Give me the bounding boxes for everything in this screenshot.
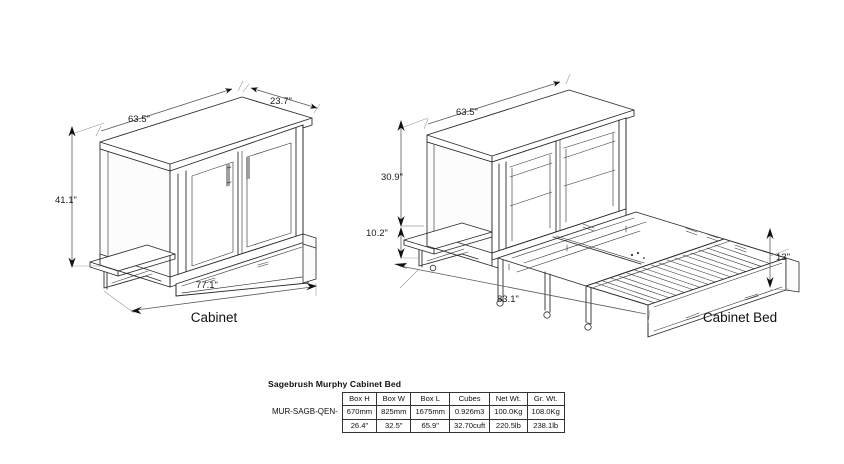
cell-metric-cubes: 0.926m3 xyxy=(448,405,491,420)
column-header-box-h: Box H xyxy=(341,391,378,407)
dim-label-bed-width: 63.5" xyxy=(456,107,478,118)
shipping-dimensions-table: Box H Box W Box L Cubes Net Wt. Gr. Wt. … xyxy=(268,391,565,433)
dimension-83-1-bed: 83.1" xyxy=(394,263,651,324)
dimension-30-9-bed: 30.9" xyxy=(381,117,429,227)
header-corner-blank xyxy=(268,393,342,406)
spec-block: Sagebrush Murphy Cabinet Bed Box H Box W… xyxy=(268,379,565,433)
dimension-13-bed: 13" xyxy=(766,228,790,291)
pullout-tray-open xyxy=(403,222,493,268)
cabinet-door-handle-right xyxy=(246,157,250,180)
row-label-blank xyxy=(268,419,342,432)
cabinet-bed-open-drawing: 63.5" 30.9" 10.2" xyxy=(366,73,800,338)
dim-label-deck-height: 10.2" xyxy=(366,228,388,239)
column-header-cubes: Cubes xyxy=(448,391,491,407)
dimension-63-5-cabinet: 63.5" xyxy=(95,80,244,137)
dim-label-cabinet-height: 41.1" xyxy=(55,195,77,206)
cell-imperial-net-wt: 220.5lb xyxy=(489,418,528,433)
caption-cabinet-bed: Cabinet Bed xyxy=(703,310,777,325)
cell-metric-box-l: 1675mm xyxy=(410,405,450,420)
dim-label-bed-length: 83.1" xyxy=(497,294,519,305)
cell-imperial-gr-wt: 238.1lb xyxy=(526,418,565,433)
spec-title: Sagebrush Murphy Cabinet Bed xyxy=(268,379,402,389)
column-header-gr-wt: Gr. Wt. xyxy=(526,391,565,407)
dim-label-cabinet-overall-width: 77.1" xyxy=(196,280,218,291)
dimension-41-1-cabinet: 41.1" xyxy=(55,122,105,268)
table-row: MUR-SAGB-QEN- 670mm 825mm 1675mm 0.926m3… xyxy=(268,405,565,420)
cell-imperial-box-h: 26.4" xyxy=(341,418,378,433)
cabinet-closed-drawing: 63.5" 23.7" 41.1" xyxy=(55,80,321,325)
column-header-box-l: Box L xyxy=(410,391,450,407)
dim-label-cabinet-depth: 23.7" xyxy=(270,96,292,107)
cell-metric-net-wt: 100.0Kg xyxy=(489,405,528,420)
cell-imperial-box-l: 65.9" xyxy=(410,418,450,433)
cell-metric-box-h: 670mm xyxy=(341,405,378,420)
model-number: MUR-SAGB-QEN- xyxy=(272,406,338,416)
dimension-63-5-bed: 63.5" xyxy=(423,73,571,130)
dim-label-headboard-height: 30.9" xyxy=(381,172,403,183)
table-row: 26.4" 32.5" 65.9" 32.70cuft 220.5lb 238.… xyxy=(268,418,565,433)
table-header-row: Box H Box W Box L Cubes Net Wt. Gr. Wt. xyxy=(268,391,565,407)
column-header-box-w: Box W xyxy=(376,391,412,407)
dim-label-drawer-height: 13" xyxy=(776,252,790,263)
dimension-10-2-bed: 10.2" xyxy=(366,225,424,259)
caption-cabinet: Cabinet xyxy=(191,310,238,325)
cell-imperial-cubes: 32.70cuft xyxy=(448,418,491,433)
dim-label-cabinet-width: 63.5" xyxy=(128,114,150,125)
cell-imperial-box-w: 32.5" xyxy=(376,418,412,433)
cabinet-door-handle-left xyxy=(226,164,232,187)
dimension-23-7-cabinet: 23.7" xyxy=(242,83,321,114)
dimension-77-1-cabinet: 77.1" xyxy=(103,280,317,314)
column-header-net-wt: Net Wt. xyxy=(489,391,528,407)
cell-metric-box-w: 825mm xyxy=(376,405,412,420)
cell-metric-gr-wt: 108.0Kg xyxy=(526,405,565,420)
